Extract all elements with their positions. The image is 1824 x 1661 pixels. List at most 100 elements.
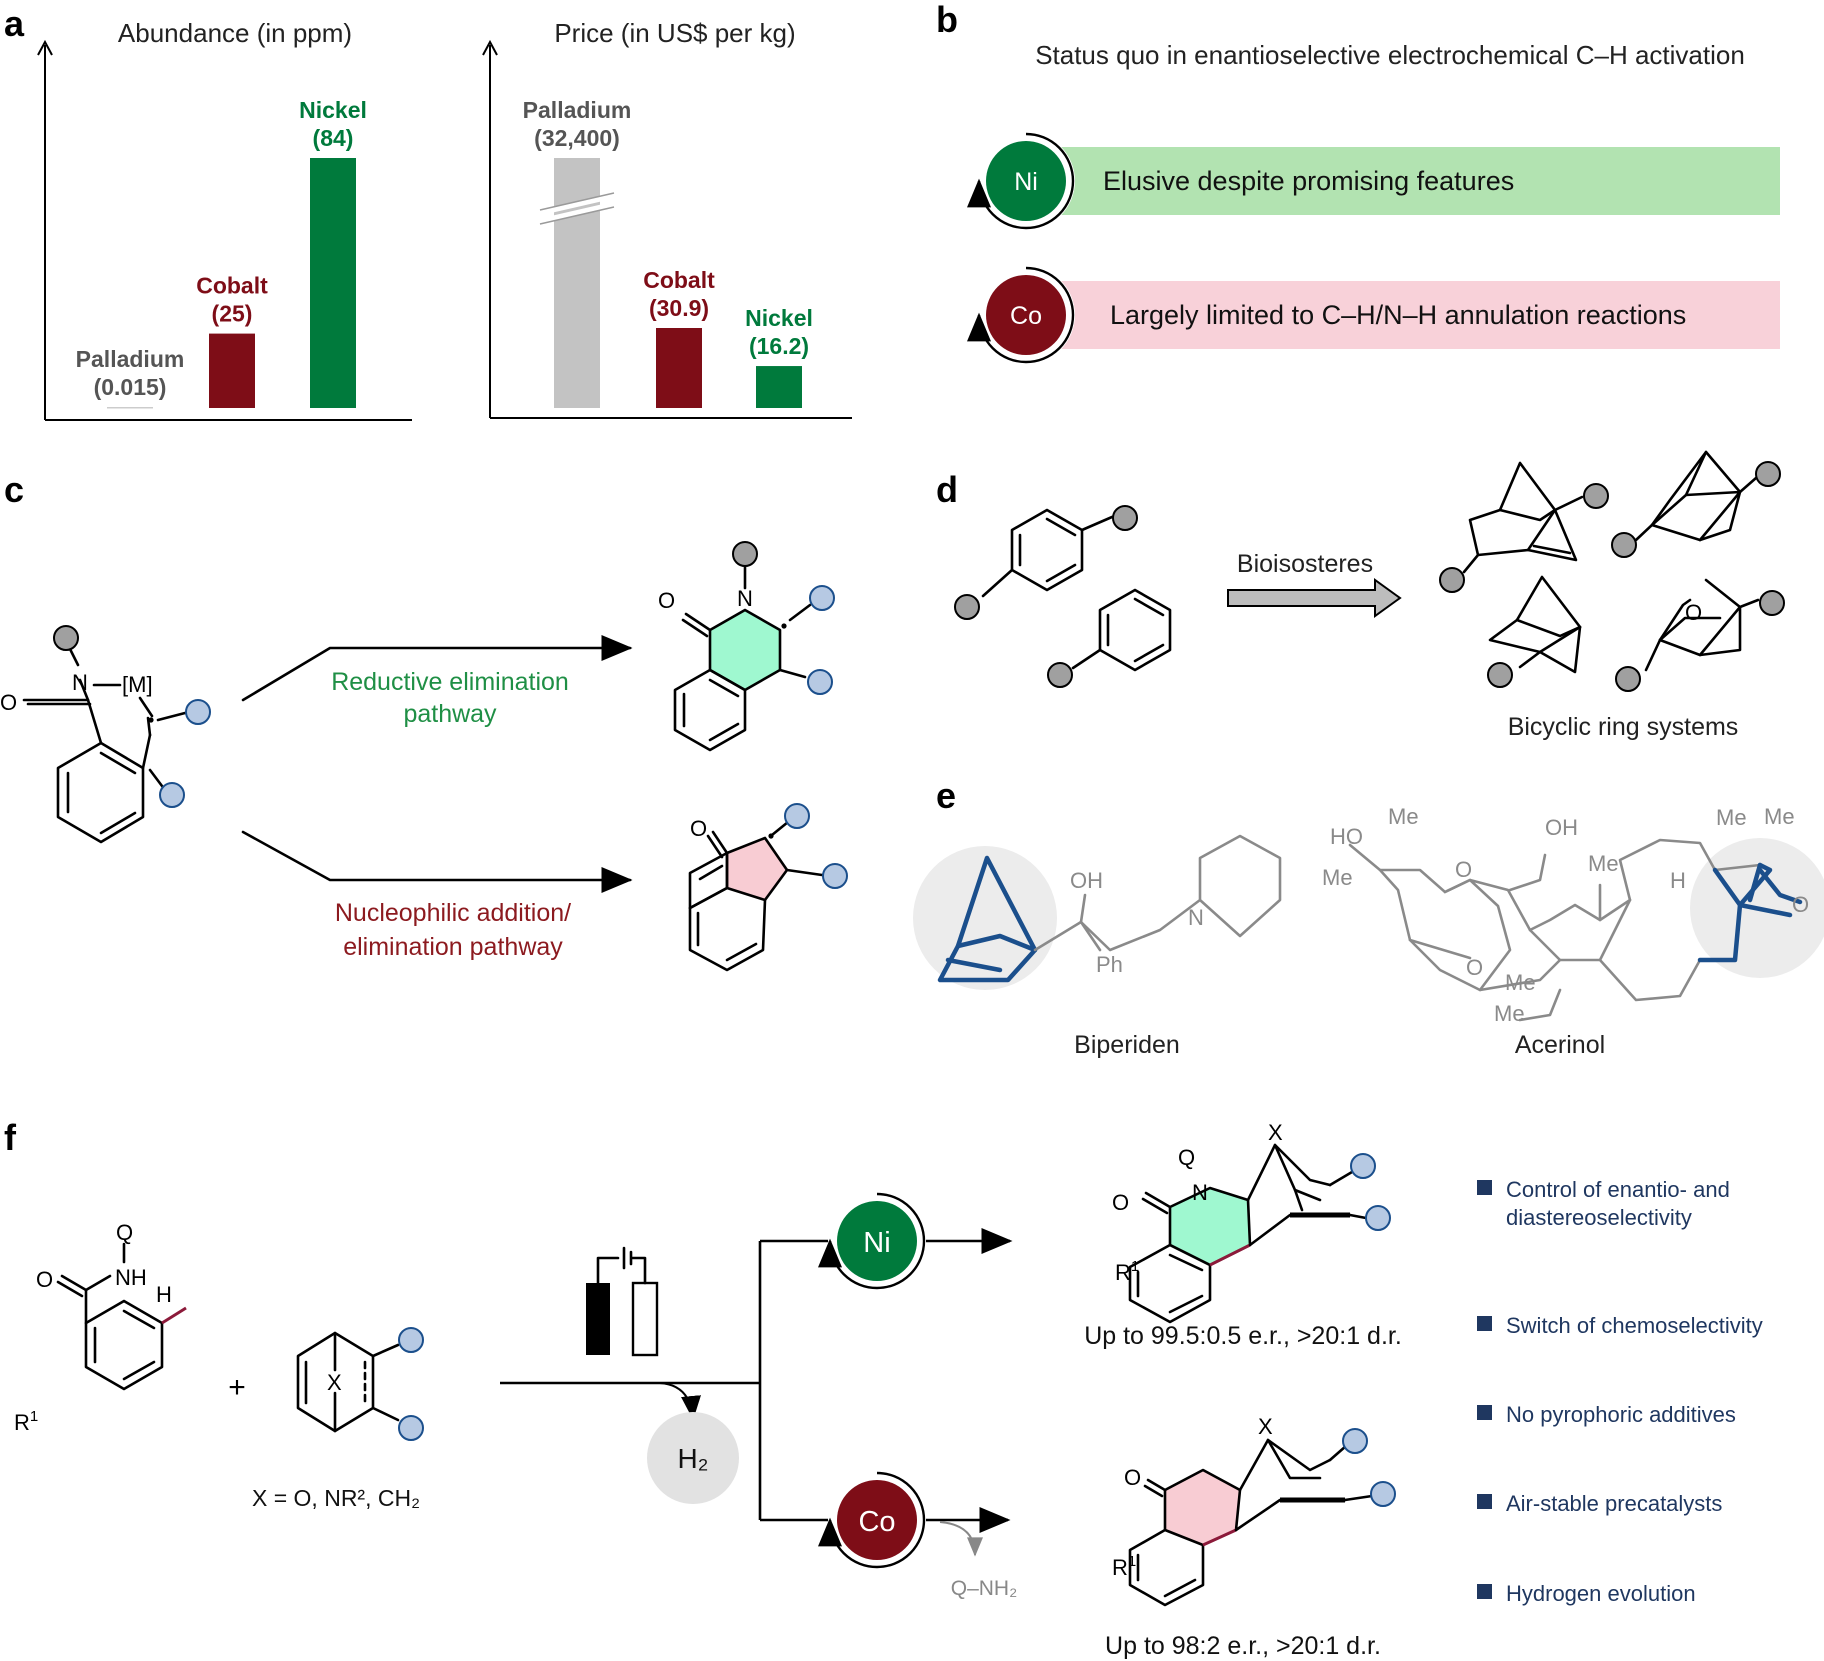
h2-label: H₂: [677, 1443, 708, 1474]
abundance-chart: Abundance (in ppm) Palladium(0.015)Cobal…: [37, 18, 412, 421]
bar-name-label: Palladium: [76, 346, 185, 372]
biperiden-highlight: [913, 846, 1057, 990]
ni-result: Up to 99.5:0.5 e.r., >20:1 d.r.: [1084, 1322, 1402, 1350]
feature-4: Air-stable precatalysts: [1506, 1491, 1722, 1516]
substituent-dot: [185, 699, 211, 725]
substituent-dot: [53, 625, 79, 651]
bar-name-label: Nickel: [299, 97, 367, 123]
feature-5: Hydrogen evolution: [1506, 1581, 1696, 1606]
substituent-dot: [822, 863, 848, 889]
axis-break-line: [539, 192, 615, 225]
bicyclic-norbornene: [1439, 461, 1609, 593]
atom-o: O: [1112, 1190, 1129, 1215]
plus-sign: +: [228, 1371, 246, 1404]
co-circle-label: Co: [1010, 302, 1042, 330]
bar-value-label: (25): [212, 301, 253, 327]
byproduct-label: Q–NH₂: [951, 1577, 1018, 1600]
acerinol-structure: HO Me Me O O OH Me Me Me Me Me H O: [1322, 804, 1824, 1026]
metallacycle-intermediate: O N [M]: [0, 625, 211, 844]
atom-o: O: [0, 690, 17, 715]
ni-cycle-label: Ni: [863, 1227, 890, 1259]
atom-o: O: [36, 1267, 53, 1292]
biperiden-structure: OH Ph N: [913, 834, 1282, 990]
ni-status-band: [1035, 147, 1780, 215]
reductive-elimination-arrow: [241, 635, 633, 702]
ni-catalyst-circle: [986, 141, 1066, 221]
biperiden-oh: OH: [1070, 868, 1103, 893]
bullet-marker: [1477, 1494, 1492, 1509]
atom-x: X: [1268, 1120, 1283, 1145]
panel-b-title: Status quo in enantioselective electroch…: [1035, 40, 1745, 70]
bar-name-label: Palladium: [523, 97, 632, 123]
ni-annulation-product: O N Q X R1: [1112, 1120, 1391, 1324]
panel-label-c: c: [4, 469, 24, 510]
feature-1-line1: Control of enantio- and: [1506, 1177, 1730, 1202]
atom-r1: R1: [14, 1408, 38, 1435]
acerinol-me: Me: [1505, 970, 1536, 995]
electrochemical-cell-icon: [586, 1246, 659, 1357]
bioisosteres-arrow: [1227, 578, 1402, 618]
acerinol-oh: OH: [1545, 815, 1578, 840]
atom-o: O: [1124, 1465, 1141, 1490]
bar-nickel: [756, 366, 802, 408]
bar-value-label: (16.2): [749, 333, 809, 359]
atom-n: N: [72, 670, 88, 695]
co-cycle-label: Co: [858, 1506, 895, 1538]
substituent-dot: [159, 782, 185, 808]
atom-r1: R1: [1112, 1553, 1136, 1580]
atom-n: N: [1192, 1180, 1208, 1205]
acerinol-label: Acerinol: [1515, 1031, 1605, 1059]
acerinol-me: Me: [1716, 805, 1747, 830]
bar-cobalt: [656, 328, 702, 408]
bar-name-label: Cobalt: [643, 267, 715, 293]
biperiden-n: N: [1188, 905, 1204, 930]
substituent-dot: [732, 541, 758, 567]
atom-n: N: [737, 586, 753, 611]
pathway-bottom-line2: elimination pathway: [343, 933, 563, 961]
atom-h: H: [156, 1282, 172, 1307]
co-annulation-product: O X R1: [1112, 1414, 1396, 1607]
atom-x: X: [327, 1370, 342, 1395]
feature-list: Control of enantio- and diastereoselecti…: [1477, 1177, 1763, 1606]
bullet-marker: [1477, 1316, 1492, 1331]
acerinol-me: Me: [1494, 1001, 1525, 1026]
bullet-marker: [1477, 1405, 1492, 1420]
bicyclic-caption: Bicyclic ring systems: [1508, 713, 1739, 741]
bar-name-label: Cobalt: [196, 273, 268, 299]
bullet-marker: [1477, 1584, 1492, 1599]
acerinol-o: O: [1466, 955, 1483, 980]
bar-palladium: [107, 407, 153, 409]
atom-metal: [M]: [122, 672, 153, 697]
bioisosteres-label: Bioisosteres: [1237, 550, 1373, 578]
bar-cobalt: [209, 333, 255, 408]
bicyclic-norbornane: [1487, 575, 1582, 688]
panel-label-d: d: [936, 469, 958, 510]
co-status-band: [1035, 281, 1780, 349]
monosubstituted-benzene: [1047, 588, 1172, 688]
acerinol-me: Me: [1322, 865, 1353, 890]
atom-q: Q: [116, 1220, 133, 1245]
six-membered-lactam-product: O N: [658, 541, 835, 752]
ni-catalytic-cycle: Ni: [818, 1192, 926, 1290]
nucleophilic-addition-arrow: [241, 830, 633, 893]
co-status-row: Co Largely limited to C–H/N–H annulation…: [967, 266, 1780, 364]
h2-circle: [647, 1412, 739, 1504]
atom-o: O: [658, 588, 675, 613]
pathway-top-line2: pathway: [403, 700, 497, 728]
x-definition: X = O, NR², CH₂: [252, 1485, 420, 1511]
atom-o: O: [690, 816, 707, 841]
co-cycle-circle: [837, 1480, 917, 1560]
para-disubstituted-benzene: [954, 505, 1138, 620]
panel-label-a: a: [4, 3, 25, 44]
bar-palladium: [554, 158, 600, 408]
byproduct-arrow: [939, 1521, 983, 1557]
benzamide-substrate: O NH Q H R1: [14, 1220, 187, 1435]
acerinol-ho: HO: [1330, 824, 1363, 849]
feature-3: No pyrophoric additives: [1506, 1402, 1736, 1427]
bar-value-label: (0.015): [94, 374, 167, 400]
panel-label-b: b: [936, 0, 958, 40]
co-status-text: Largely limited to C–H/N–H annulation re…: [1110, 300, 1686, 330]
co-catalytic-cycle: Co: [818, 1471, 926, 1569]
co-catalyst-circle: [986, 275, 1066, 355]
acerinol-h: H: [1670, 868, 1686, 893]
